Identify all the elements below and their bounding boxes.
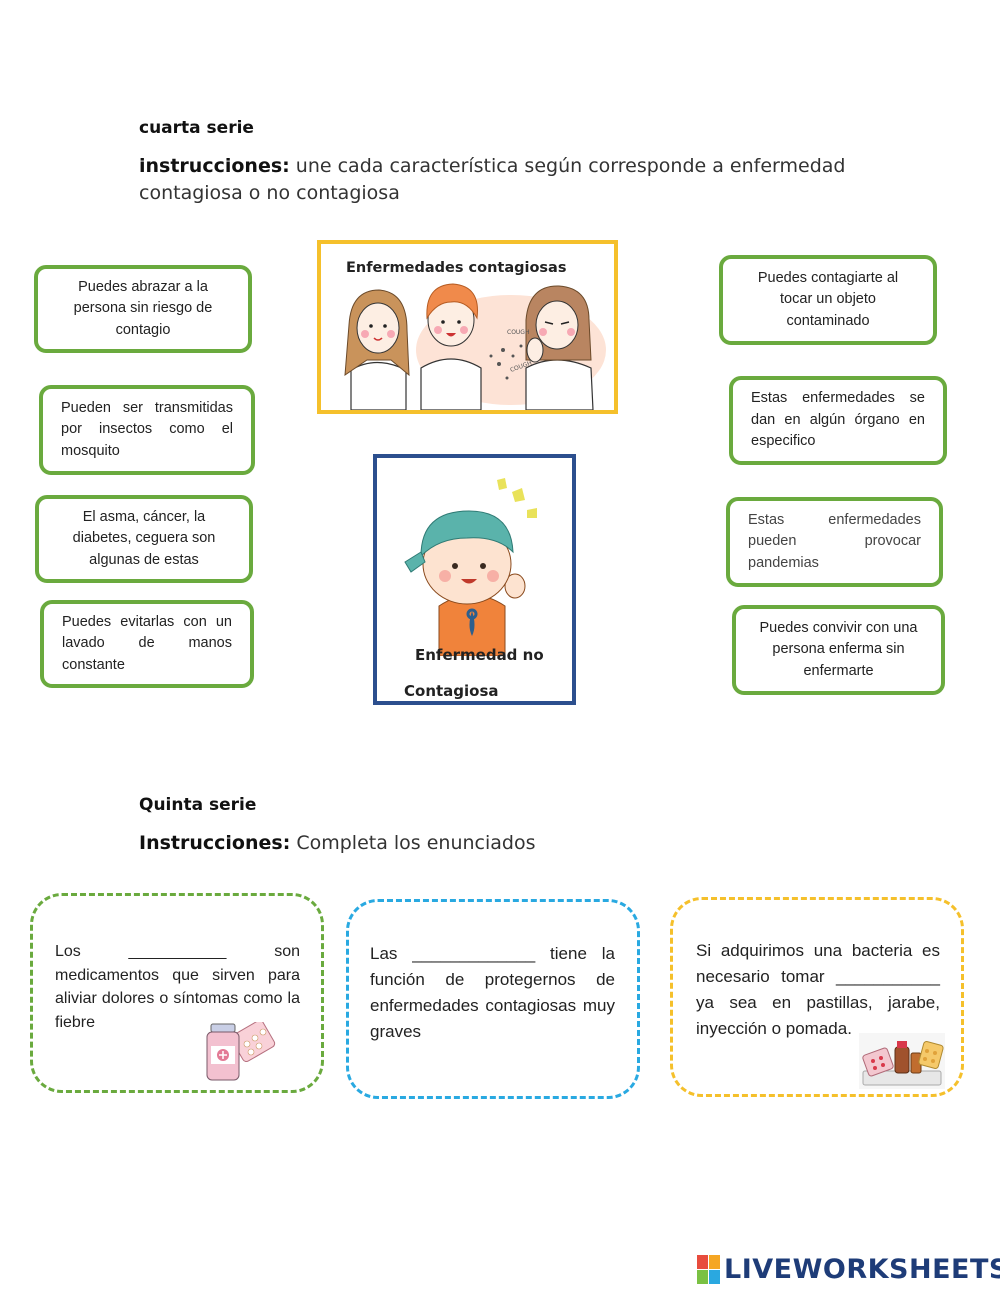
match-item-text: El asma, cáncer, la diabetes, ceguera so… (72, 508, 216, 568)
match-item-text: Estas enfermedades se dan en algún órgan… (751, 390, 925, 450)
match-item-right-2[interactable]: Estas enfermedades se dan en algún órgan… (729, 376, 947, 465)
fill-box-text-medicines: Los ___________ son medicamentos que sir… (55, 943, 300, 1031)
fill-box-medicines[interactable] (30, 893, 324, 1093)
boy-figure-middle (420, 283, 482, 410)
match-item-right-3[interactable]: Estas enfermedades pueden provocar pande… (726, 497, 943, 587)
instructions-text-line1: une cada característica según correspond… (295, 155, 846, 177)
match-item-left-3[interactable]: El asma, cáncer, la diabetes, ceguera so… (35, 495, 253, 583)
medicine-bottle-icon (206, 1022, 276, 1081)
match-item-left-4[interactable]: Puedes evitarlas con un lavado de manos … (40, 600, 254, 688)
girl-figure-left (344, 289, 410, 410)
match-item-right-4[interactable]: Puedes convivir con una persona enferma … (732, 605, 945, 695)
instructions-label: instrucciones: (139, 155, 290, 177)
match-item-text: Puedes convivir con una persona enferma … (759, 619, 918, 679)
section-5-instructions: Instrucciones: Completa los enunciados (139, 830, 839, 857)
noncontagious-title-line2: Contagiosa (404, 682, 499, 700)
contagious-card-title: Enfermedades contagiosas (346, 260, 567, 276)
match-item-left-1[interactable]: Puedes abrazar a la persona sin riesgo d… (34, 265, 252, 353)
germ-dots (489, 344, 523, 380)
instructions-text-line2: contagiosa o no contagiosa (139, 182, 400, 204)
match-item-text: Pueden ser transmitidas por insectos com… (61, 399, 233, 459)
contagious-diseases-card[interactable]: Enfermedades contagiosas (317, 240, 618, 414)
match-item-left-2[interactable]: Pueden ser transmitidas por insectos com… (39, 385, 255, 475)
section-title-quinta-serie: Quinta serie (139, 795, 257, 815)
section-4-instructions: instrucciones: une cada característica s… (139, 153, 899, 207)
section-title-cuarta-serie: cuarta serie (139, 118, 254, 138)
noncontagious-disease-card[interactable]: Enfermedad no Contagiosa (373, 454, 576, 705)
match-item-text: Puedes evitarlas con un lavado de manos … (62, 613, 232, 673)
child-with-bandana-illustration (404, 478, 537, 656)
liveworksheets-logo: LIVEWORKSHEETS (697, 1254, 1000, 1286)
instructions-text: Completa los enunciados (296, 832, 536, 854)
match-item-text: Puedes contagiarte al tocar un objeto co… (757, 269, 899, 329)
fill-box-vaccines[interactable] (346, 899, 640, 1099)
fill-box-text-antibiotics: Si adquirimos una bacteria es necesario … (696, 941, 940, 1038)
match-item-right-1[interactable]: Puedes contagiarte al tocar un objeto co… (719, 255, 937, 345)
instructions-label: Instrucciones: (139, 832, 291, 854)
people-coughing-illustration: COUGH COUGH (344, 283, 606, 410)
logo-badge-icon (697, 1255, 720, 1284)
medicines-collection-icon (859, 1033, 945, 1089)
noncontagious-title-line1: Enfermedad no (415, 646, 544, 664)
logo-text: LIVEWORKSHEETS (724, 1254, 1000, 1285)
match-item-text: Estas enfermedades pueden provocar pande… (748, 511, 921, 571)
sick-girl-figure-right (525, 285, 594, 410)
cough-label-1: COUGH (507, 329, 529, 336)
fill-box-text-vaccines: Las _____________ tiene la función de pr… (370, 944, 615, 1041)
match-item-text: Puedes abrazar a la persona sin riesgo d… (73, 278, 213, 338)
